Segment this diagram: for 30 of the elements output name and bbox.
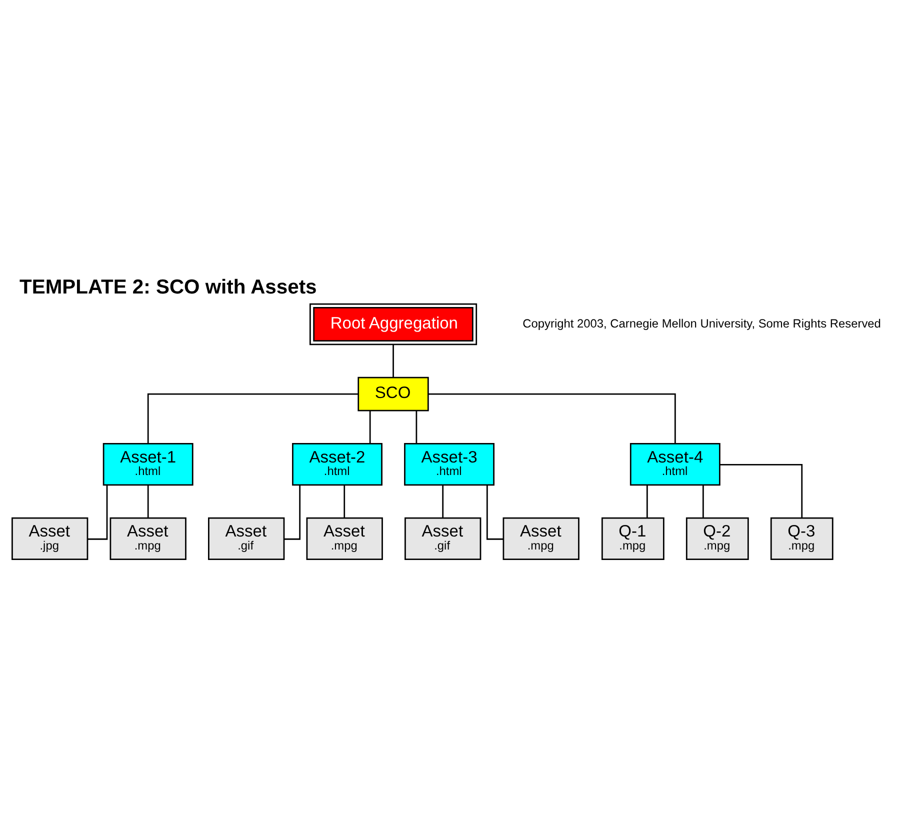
- connector: [392, 344, 394, 377]
- connector: [486, 484, 504, 540]
- connector: [646, 484, 648, 518]
- connector: [369, 410, 371, 443]
- connector: [147, 392, 358, 444]
- connector: [720, 464, 803, 518]
- node-box: Asset .mpg: [110, 516, 186, 560]
- node-box: Q-2 .mpg: [686, 516, 749, 560]
- connector: [442, 484, 444, 518]
- node-box: Asset-2 .html: [292, 442, 382, 486]
- node-box: Asset .gif: [208, 516, 285, 560]
- connector: [147, 484, 149, 518]
- node-box: Q-1 .mpg: [601, 516, 664, 560]
- node-box: Asset-3 .html: [404, 442, 494, 486]
- node-box: Q-3 .mpg: [770, 516, 834, 560]
- node-box: Asset .mpg: [502, 516, 580, 560]
- connector: [702, 484, 704, 518]
- node-box: Asset .jpg: [12, 516, 88, 560]
- node-box: Asset .gif: [404, 516, 482, 560]
- node-box: Root Aggregation: [309, 302, 478, 345]
- node-box: SCO: [358, 376, 429, 411]
- node-box: Asset-4 .html: [630, 442, 720, 486]
- connector: [416, 410, 418, 443]
- connector: [88, 484, 108, 540]
- diagram-title: TEMPLATE 2: SCO with Assets: [20, 276, 317, 298]
- label: Copyright 2003, Carnegie Mellon University, Some Rights Reserved: [522, 316, 881, 330]
- node-box: Asset .mpg: [306, 516, 383, 560]
- node-box: Asset-1 .html: [102, 442, 194, 486]
- connector: [344, 484, 346, 518]
- connector: [428, 392, 676, 444]
